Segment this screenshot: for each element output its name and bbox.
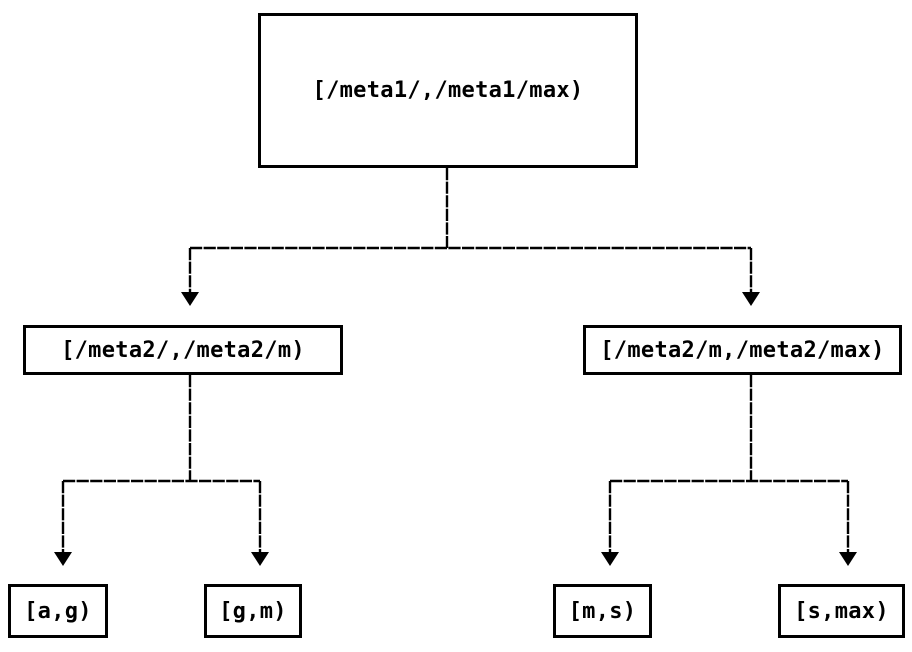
node-root-label: [/meta1/,/meta1/max) xyxy=(312,78,584,103)
node-leaf-gm: [g,m) xyxy=(204,584,302,638)
arrowhead-to-leaf-smax xyxy=(839,552,857,566)
node-leaf-gm-label: [g,m) xyxy=(219,598,287,624)
node-leaf-ms-label: [m,s) xyxy=(568,598,637,624)
node-meta2-left-label: [/meta2/,/meta2/m) xyxy=(61,337,305,363)
node-root: [/meta1/,/meta1/max) xyxy=(258,13,638,168)
arrowhead-to-leaf-ag xyxy=(54,552,72,566)
arrowhead-to-l2-right xyxy=(742,292,760,306)
node-meta2-left: [/meta2/,/meta2/m) xyxy=(23,325,343,375)
node-meta2-right: [/meta2/m,/meta2/max) xyxy=(583,325,902,375)
arrowhead-to-leaf-gm xyxy=(251,552,269,566)
node-meta2-right-label: [/meta2/m,/meta2/max) xyxy=(600,337,885,363)
arrowhead-to-l2-left xyxy=(181,292,199,306)
node-leaf-smax: [s,max) xyxy=(778,584,905,638)
node-leaf-ag: [a,g) xyxy=(8,584,108,638)
arrowhead-to-leaf-ms xyxy=(601,552,619,566)
node-leaf-smax-label: [s,max) xyxy=(794,598,889,624)
node-leaf-ms: [m,s) xyxy=(553,584,652,638)
node-leaf-ag-label: [a,g) xyxy=(24,598,92,624)
